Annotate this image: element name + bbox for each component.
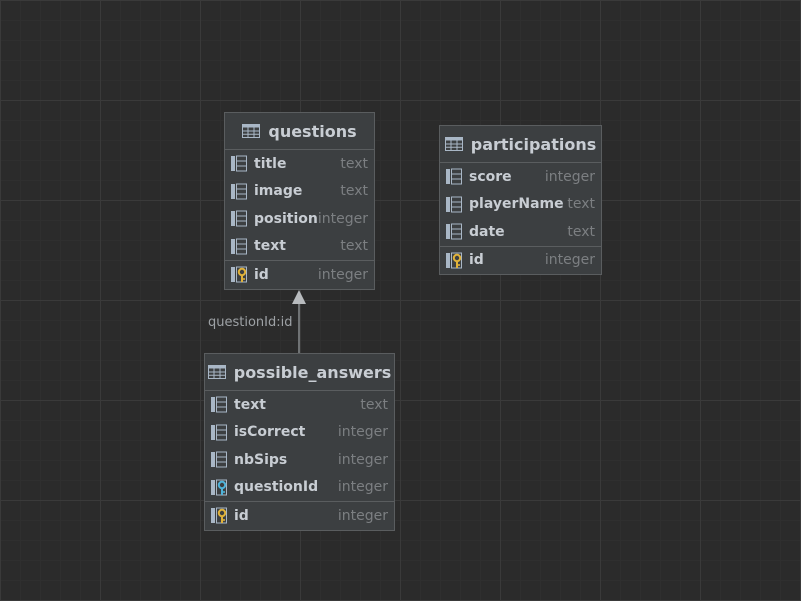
- column-row[interactable]: text text: [225, 233, 374, 261]
- column-icon: [446, 223, 462, 240]
- column-name: nbSips: [234, 451, 288, 468]
- primary-key-row[interactable]: id integer: [225, 261, 374, 289]
- column-type: text: [340, 183, 368, 200]
- column-icon: [446, 196, 462, 213]
- column-type: integer: [544, 252, 595, 269]
- table-title: possible_answers: [233, 362, 392, 382]
- column-name: id: [234, 507, 249, 524]
- relation-label: questionId:id: [208, 315, 293, 330]
- table-icon: [242, 124, 261, 138]
- column-icon: [211, 396, 227, 413]
- column-icon: [211, 451, 227, 468]
- column-name: id: [469, 252, 484, 269]
- column-list: score integer playerName text date text: [440, 163, 601, 246]
- column-name: title: [254, 155, 287, 172]
- column-icon: [231, 155, 247, 172]
- column-type: text: [340, 155, 368, 172]
- primary-key-icon: [446, 252, 462, 269]
- column-name: date: [469, 223, 505, 240]
- column-name: position: [254, 210, 318, 227]
- table-title: participations: [470, 134, 597, 154]
- column-name: questionId: [234, 479, 319, 496]
- column-row[interactable]: text text: [205, 391, 394, 419]
- primary-key-row[interactable]: id integer: [440, 247, 601, 275]
- column-row[interactable]: questionId integer: [205, 474, 394, 502]
- column-list: title text image text position integer: [225, 150, 374, 260]
- table-header: questions: [225, 113, 374, 150]
- column-row[interactable]: score integer: [440, 163, 601, 191]
- column-type: integer: [337, 507, 388, 524]
- table-title: questions: [268, 121, 357, 141]
- relation-arrowhead: [292, 290, 306, 304]
- primary-key-section: id integer: [225, 260, 374, 289]
- column-type: text: [567, 223, 595, 240]
- column-type: integer: [337, 479, 388, 496]
- column-row[interactable]: nbSips integer: [205, 446, 394, 474]
- column-name: text: [234, 396, 266, 413]
- table-icon: [207, 365, 226, 379]
- table-icon: [444, 137, 463, 151]
- primary-key-section: id integer: [205, 501, 394, 530]
- primary-key-icon: [231, 266, 247, 283]
- column-name: score: [469, 168, 512, 185]
- column-icon: [211, 424, 227, 441]
- column-row[interactable]: position integer: [225, 205, 374, 233]
- column-type: text: [340, 238, 368, 255]
- foreign-key-icon: [211, 479, 227, 496]
- column-type: text: [567, 196, 595, 213]
- column-icon: [231, 210, 247, 227]
- column-name: isCorrect: [234, 424, 306, 441]
- column-icon: [446, 168, 462, 185]
- column-row[interactable]: date text: [440, 218, 601, 246]
- column-type: integer: [317, 210, 368, 227]
- column-icon: [231, 238, 247, 255]
- column-name: text: [254, 238, 286, 255]
- column-name: image: [254, 183, 303, 200]
- column-name: playerName: [469, 196, 564, 213]
- column-type: text: [360, 396, 388, 413]
- column-list: text text isCorrect integer nbSips integ…: [205, 391, 394, 501]
- primary-key-row[interactable]: id integer: [205, 502, 394, 530]
- table-header: possible_answers: [205, 354, 394, 391]
- primary-key-icon: [211, 507, 227, 524]
- column-type: integer: [544, 168, 595, 185]
- column-row[interactable]: title text: [225, 150, 374, 178]
- column-row[interactable]: isCorrect integer: [205, 419, 394, 447]
- column-icon: [231, 183, 247, 200]
- column-name: id: [254, 266, 269, 283]
- column-type: integer: [337, 451, 388, 468]
- table-header: participations: [440, 126, 601, 163]
- column-row[interactable]: image text: [225, 178, 374, 206]
- table-participations[interactable]: participations score integer playerName …: [439, 125, 602, 275]
- column-type: integer: [317, 266, 368, 283]
- column-row[interactable]: playerName text: [440, 191, 601, 219]
- column-type: integer: [337, 424, 388, 441]
- primary-key-section: id integer: [440, 245, 601, 275]
- table-possible-answers[interactable]: possible_answers text text isCorrect int…: [204, 353, 395, 531]
- table-questions[interactable]: questions title text image text: [224, 112, 375, 290]
